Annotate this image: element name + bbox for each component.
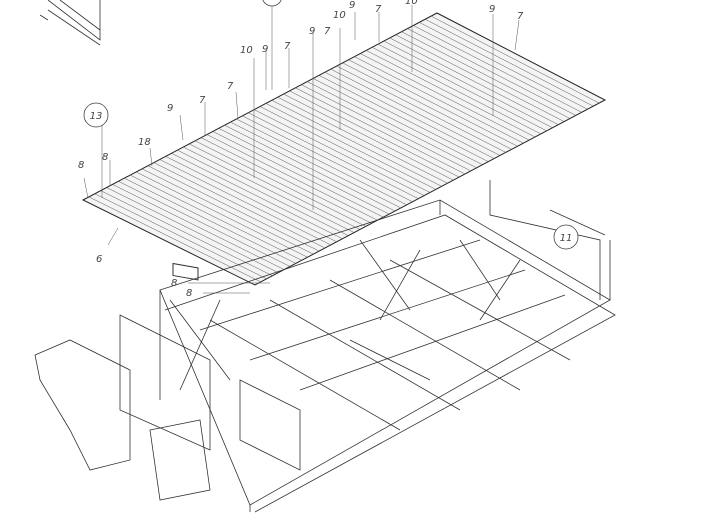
deck-rib <box>141 168 314 255</box>
deck-rib <box>395 34 565 122</box>
callout: 6 <box>96 254 102 265</box>
deck-rib <box>135 171 308 258</box>
deck-rib <box>307 81 477 169</box>
callout: 10 <box>240 45 253 56</box>
deck-rib <box>124 177 296 264</box>
deck-rib <box>259 106 431 193</box>
deck-rib <box>248 112 419 199</box>
callout: 7 <box>375 4 382 15</box>
deck-rib <box>348 59 518 147</box>
deck-rib <box>336 65 506 153</box>
deck-rib <box>342 62 512 150</box>
deck-rib <box>230 121 401 209</box>
callout: 8 <box>102 152 108 163</box>
deck-rib <box>147 165 320 252</box>
deck-rib <box>419 22 588 110</box>
deck-rib <box>253 109 425 196</box>
deck-rib <box>206 134 378 221</box>
callout: 9 <box>349 0 355 11</box>
deck-rib <box>283 93 454 181</box>
deck-rib <box>330 68 501 156</box>
callout: 8 <box>171 278 177 289</box>
deck-cutout <box>172 262 199 281</box>
callout: 8 <box>186 288 192 299</box>
deck-rib <box>360 53 530 141</box>
deck-rib <box>425 19 594 107</box>
deck-rib <box>224 124 396 212</box>
deck-rib <box>194 140 366 227</box>
deck-rib <box>200 137 372 224</box>
balloon-13-label: 13 <box>90 111 103 122</box>
deck-rib <box>413 25 582 113</box>
deck-rib <box>88 196 261 283</box>
callout: 9 <box>309 26 315 37</box>
callout: 7 <box>517 11 524 22</box>
partial-frame-top-left <box>39 0 101 46</box>
balloon-13: 13 <box>83 102 109 128</box>
deck-rib <box>289 90 460 178</box>
deck-rib <box>318 75 489 162</box>
truss-frame <box>34 180 616 513</box>
deck-rib <box>112 184 285 270</box>
leader-lines <box>83 0 520 294</box>
floor-deck <box>81 12 607 286</box>
callout: 9 <box>167 103 173 114</box>
deck-rib <box>407 28 576 116</box>
deck-rib <box>153 162 326 249</box>
deck-rib <box>401 31 571 119</box>
deck-rib <box>165 156 337 243</box>
deck-rib <box>183 146 355 233</box>
deck-rib <box>271 100 442 187</box>
deck-rib <box>265 103 436 190</box>
deck-rib <box>366 50 536 138</box>
deck-rib <box>189 143 361 230</box>
deck-rib <box>295 87 466 175</box>
callout: 10 <box>405 0 418 7</box>
deck-rib <box>324 71 495 159</box>
deck-rib <box>171 153 343 239</box>
deck-rib <box>177 149 349 236</box>
deck-rib <box>301 84 471 172</box>
deck-rib <box>389 37 559 125</box>
balloon-partial-top <box>262 0 282 7</box>
deck-rib <box>242 115 413 202</box>
callout: 18 <box>138 137 151 148</box>
callout: 10 <box>333 10 346 21</box>
callout: 7 <box>284 41 291 52</box>
balloon-11: 11 <box>553 224 579 250</box>
deck-rib <box>218 128 390 215</box>
callout: 8 <box>78 160 84 171</box>
callout: 7 <box>227 81 234 92</box>
callout: 7 <box>199 95 206 106</box>
deck-rib <box>312 78 483 165</box>
deck-rib <box>371 47 541 135</box>
callouts: 9 7 10 10 9 7 10 9 7 9 7 7 9 7 18 8 8 6 … <box>78 0 524 299</box>
deck-rib <box>236 118 407 206</box>
deck-rib <box>277 96 448 184</box>
deck-rib <box>430 15 600 104</box>
deck-rib <box>377 43 547 132</box>
deck-rib <box>118 181 291 267</box>
deck-rib <box>100 190 273 276</box>
deck-rib <box>354 56 524 144</box>
deck-rib <box>106 187 279 273</box>
deck-rib <box>159 159 331 246</box>
balloon-11-label: 11 <box>560 233 573 244</box>
callout: 9 <box>262 44 268 55</box>
callout: 9 <box>489 4 495 15</box>
deck-rib <box>212 131 384 218</box>
deck-rib <box>130 174 302 261</box>
callout: 7 <box>324 26 331 37</box>
